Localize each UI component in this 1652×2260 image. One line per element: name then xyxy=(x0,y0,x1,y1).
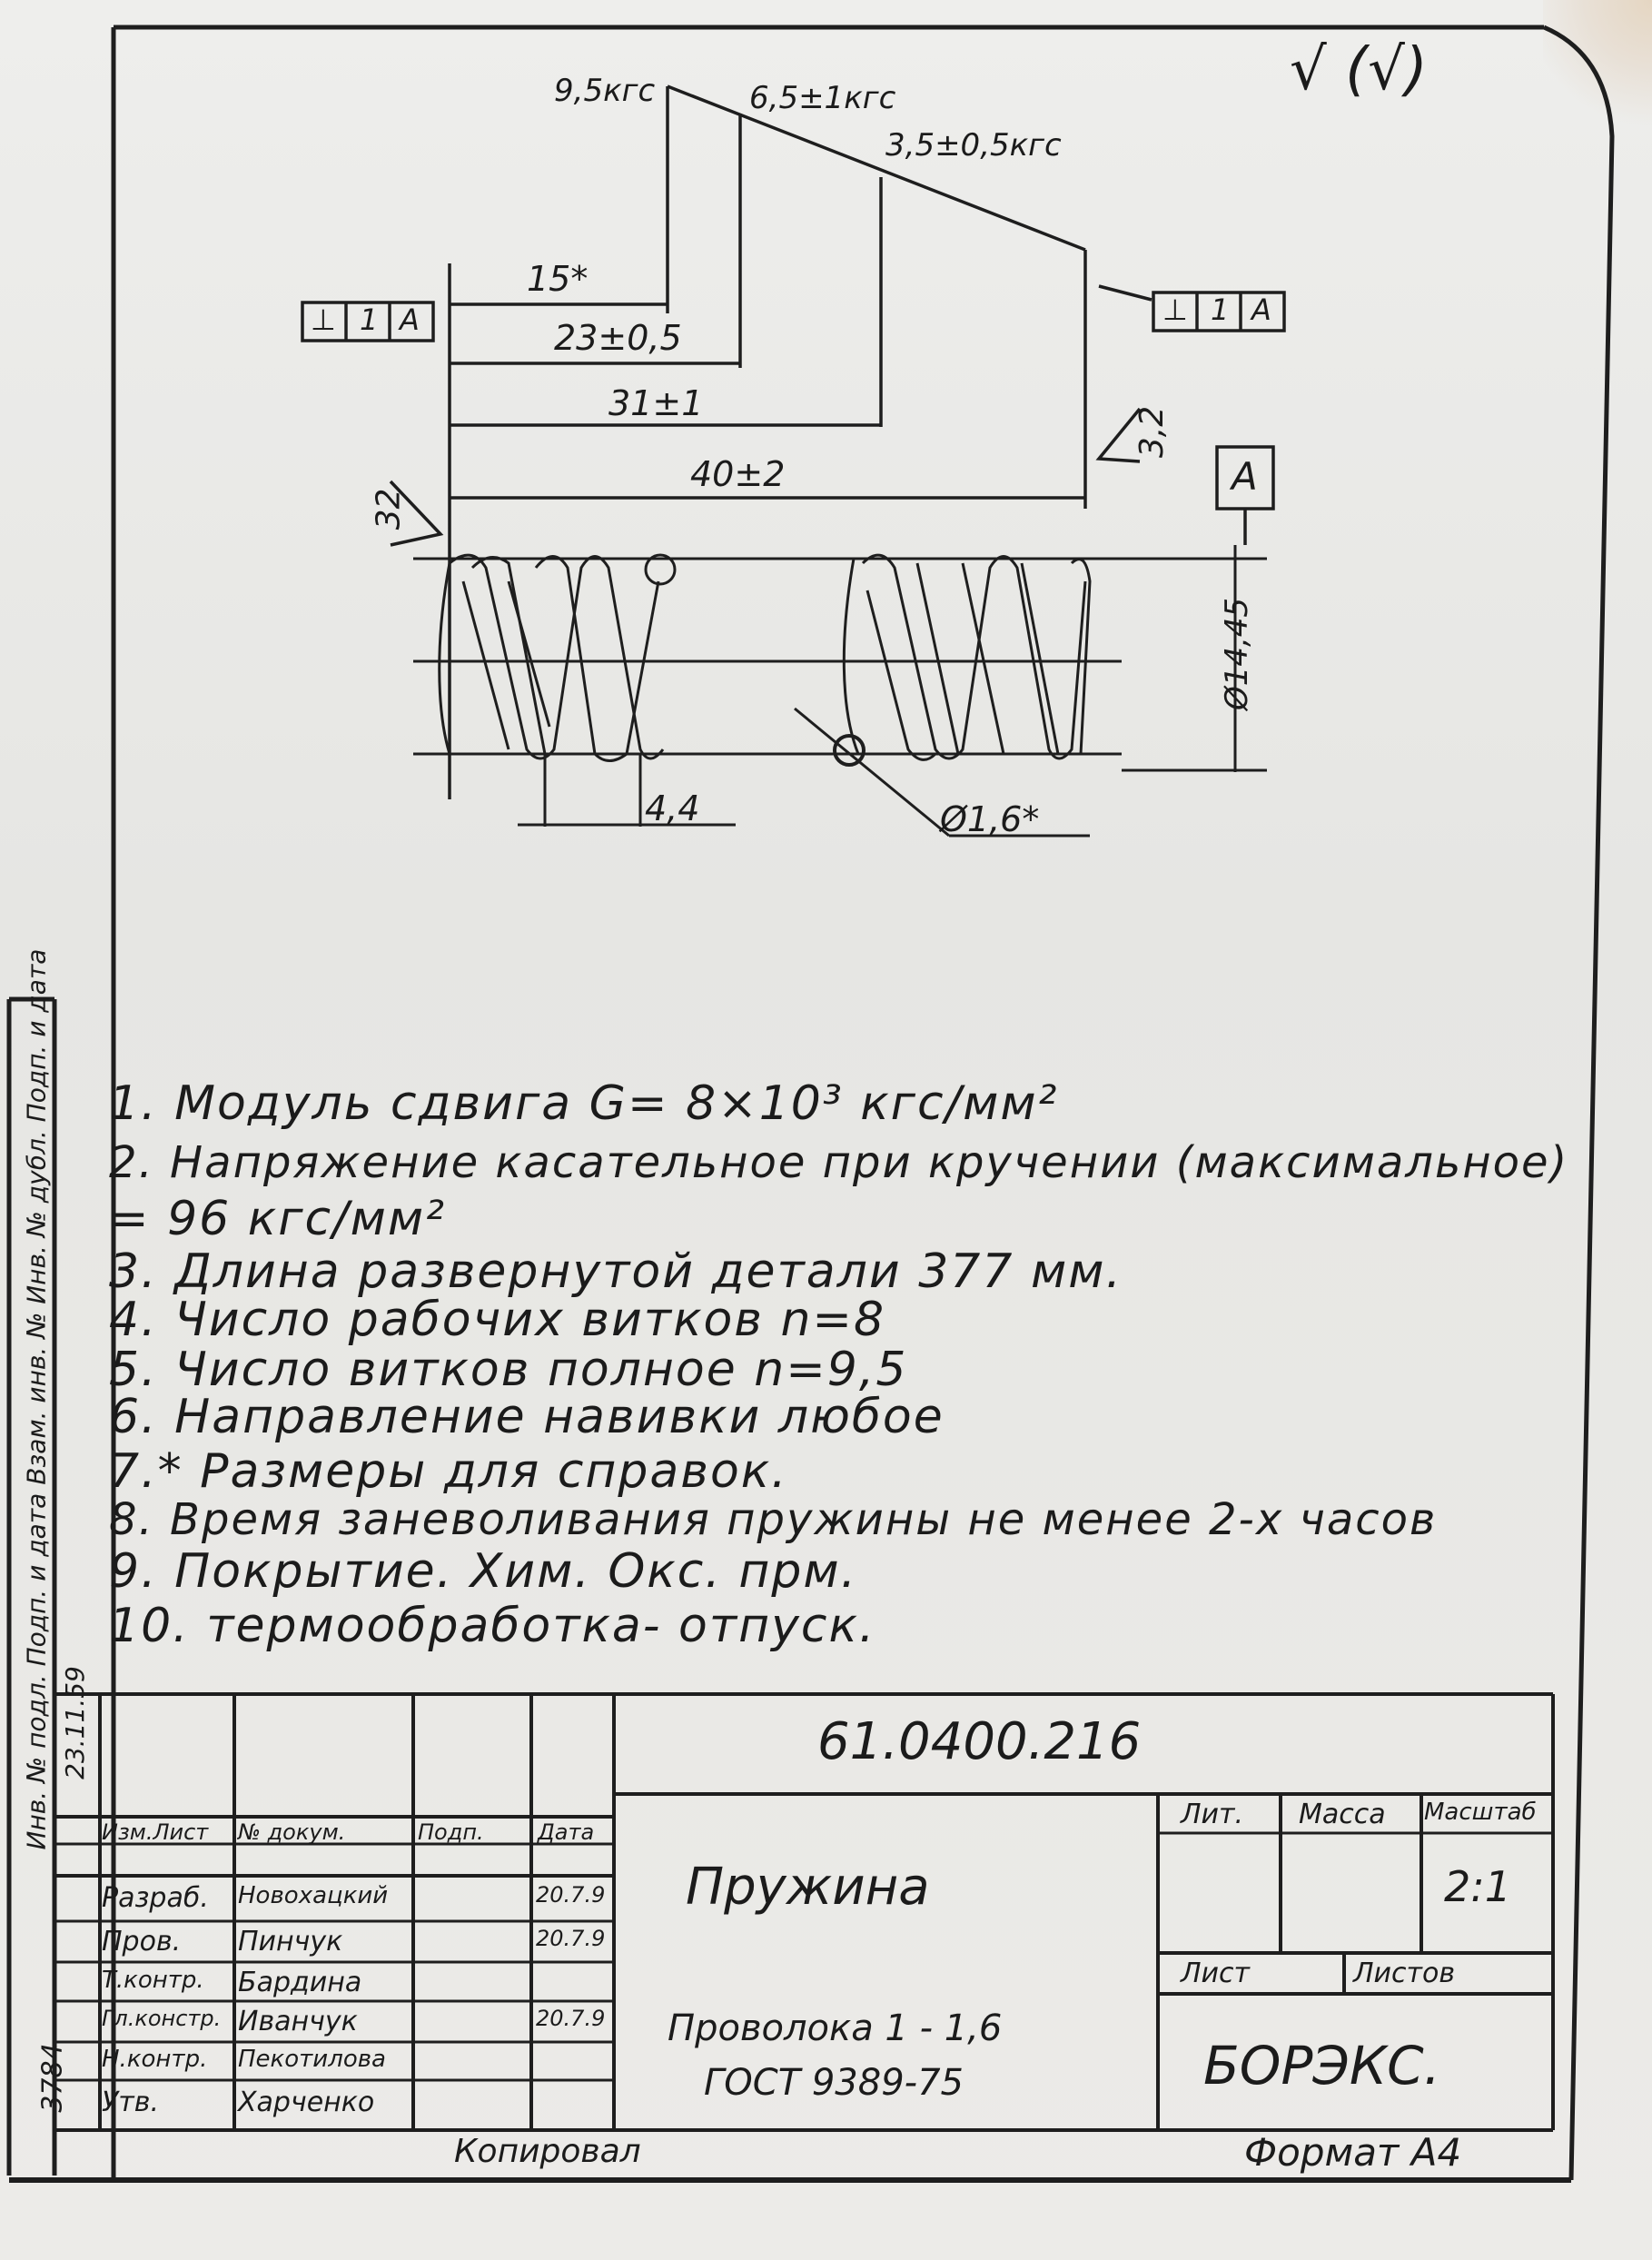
tolerance-frame-left-value: 1 xyxy=(360,302,379,337)
role-4-name: Иванчук xyxy=(238,2006,358,2037)
format-label: Формат А4 xyxy=(1244,2130,1462,2175)
dim-outer-diameter: Ø14,45 xyxy=(1219,597,1256,711)
role-3-role: Т.контр. xyxy=(102,1967,204,1994)
role-1-role: Разраб. xyxy=(102,1882,209,1914)
force-label-mid: 6,5±1кгс xyxy=(749,80,896,116)
note-1: 1. Модуль сдвига G= 8×10³ кгс/мм² xyxy=(109,1076,1059,1131)
copied-by: Копировал xyxy=(454,2133,641,2170)
part-name: Пружина xyxy=(686,1858,930,1917)
tolerance-frame-right-symbol: ⊥ xyxy=(1162,292,1188,327)
side-strip-date: 23.11.59 xyxy=(59,1666,90,1779)
note-3: 3. Длина развернутой детали 377 мм. xyxy=(109,1244,1123,1299)
note-9: 9. Покрытие. Хим. Окс. прм. xyxy=(109,1544,858,1599)
scale-value: 2:1 xyxy=(1444,1862,1512,1911)
tolerance-frame-left-symbol: ⊥ xyxy=(311,302,336,337)
force-label-max: 9,5кгс xyxy=(554,73,656,109)
note-10: 10. термообработка- отпуск. xyxy=(109,1599,876,1653)
role-5-name: Пекотилова xyxy=(238,2046,386,2073)
role-0-date: Дата xyxy=(538,1819,595,1845)
force-label-min: 3,5±0,5кгс xyxy=(885,127,1062,164)
dim-wire-diameter: Ø1,6* xyxy=(940,799,1040,839)
role-1-name: Новохацкий xyxy=(238,1882,389,1909)
note-5: 5. Число витков полное n=9,5 xyxy=(109,1343,908,1397)
note-4: 4. Число рабочих витков n=8 xyxy=(109,1293,886,1347)
note-2-cont: = 96 кгс/мм² xyxy=(109,1192,446,1246)
tolerance-frame-right-value: 1 xyxy=(1211,292,1230,327)
side-strip-label: Инв. № подл. Подп. и дата Взам. инв. № И… xyxy=(21,948,52,1850)
role-5-role: Н.контр. xyxy=(102,2046,208,2073)
organization: БОРЭКС. xyxy=(1203,2035,1441,2096)
role-0-sign: Подп. xyxy=(418,1819,484,1845)
material-line-2: ГОСТ 9389-75 xyxy=(704,2062,964,2104)
dim-40: 40±2 xyxy=(690,454,786,494)
tolerance-frame-right-datum: A xyxy=(1251,292,1271,327)
header-scale: Масштаб xyxy=(1424,1799,1537,1826)
role-4-date: 20.7.9 xyxy=(536,2006,606,2031)
designation: 61.0400.216 xyxy=(817,1712,1142,1771)
role-6-role: Утв. xyxy=(102,2087,159,2118)
revision-mark: √ (√) xyxy=(1290,36,1428,104)
tolerance-frame-left-datum: A xyxy=(400,302,420,337)
sheet-label: Лист xyxy=(1181,1958,1251,1989)
role-2-date: 20.7.9 xyxy=(536,1926,606,1951)
dim-23: 23±0,5 xyxy=(554,318,682,358)
roughness-left: 32 xyxy=(370,488,408,530)
sheets-label: Листов xyxy=(1353,1958,1456,1989)
dim-pitch: 4,4 xyxy=(645,788,700,828)
note-6: 6. Направление навивки любое xyxy=(109,1390,945,1444)
header-mass: Масса xyxy=(1299,1799,1386,1830)
role-0-name: № докум. xyxy=(238,1819,346,1845)
role-4-role: Гл.констр. xyxy=(102,2006,222,2031)
paper-corner xyxy=(1543,0,1652,127)
roughness-right: 3,2 xyxy=(1133,405,1172,459)
role-3-name: Бардина xyxy=(238,1967,362,1998)
dim-15: 15* xyxy=(527,259,589,299)
note-8: 8. Время заневоливания пружины не менее … xyxy=(109,1494,1438,1545)
note-7: 7.* Размеры для справок. xyxy=(109,1444,788,1499)
dim-31: 31±1 xyxy=(608,383,704,423)
role-0-role: Изм.Лист xyxy=(102,1819,209,1845)
side-strip-number: 3784 xyxy=(36,2043,69,2113)
header-lit: Лит. xyxy=(1181,1799,1244,1830)
material-line-1: Проволока 1 - 1,6 xyxy=(668,2007,1003,2049)
role-2-name: Пинчук xyxy=(238,1926,343,1958)
note-2: 2. Напряжение касательное при кручении (… xyxy=(109,1137,1569,1188)
role-6-name: Харченко xyxy=(238,2087,375,2118)
role-2-role: Пров. xyxy=(102,1926,182,1958)
datum-label: A xyxy=(1232,454,1258,499)
role-1-date: 20.7.9 xyxy=(536,1882,606,1908)
